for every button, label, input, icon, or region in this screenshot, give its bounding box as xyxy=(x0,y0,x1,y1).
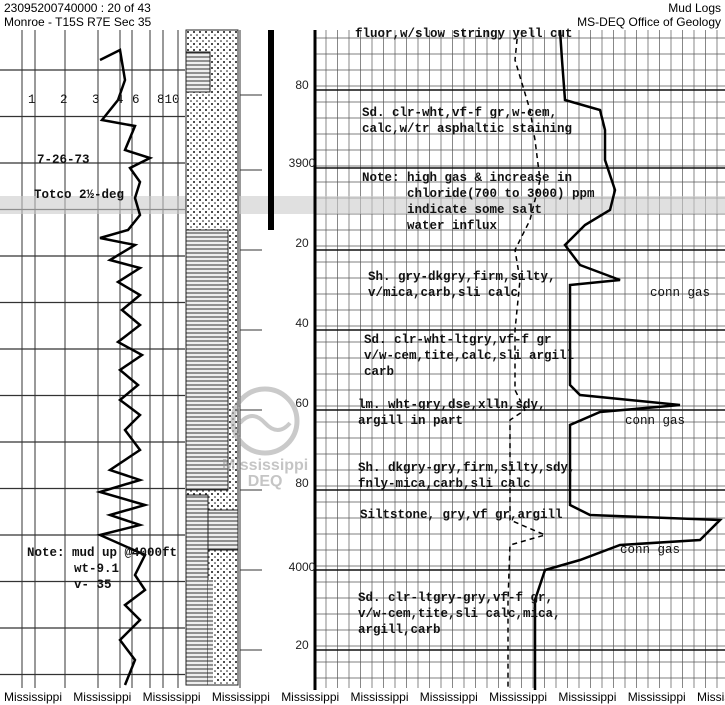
lithology-description: Sd. clr-wht,vf-f gr,w-cem, xyxy=(362,106,558,120)
depth-label: 80 xyxy=(295,78,309,92)
footer-text: Mississippi xyxy=(350,690,409,704)
footer-text: Mississippi xyxy=(419,690,478,704)
scale-label: 6 xyxy=(132,93,140,107)
lithology-description: carb xyxy=(364,365,395,379)
gas-curve xyxy=(533,29,723,690)
lithology-description: fnly-mica,carb,sli calc xyxy=(358,477,531,491)
footer-text: Mississippi xyxy=(211,690,270,704)
footer-text: Mississippi xyxy=(489,690,548,704)
scale-label: 2 xyxy=(60,93,68,107)
lithology-description: chloride(700 to 3000) ppm xyxy=(362,187,595,201)
watermark-logo-icon xyxy=(230,386,300,456)
footer-text: Mississippi xyxy=(558,690,617,704)
scale-label: 3 xyxy=(92,93,100,107)
lithology-description: argill in part xyxy=(358,414,464,428)
lithology-column xyxy=(185,29,239,686)
mud-weight: wt-9.1 xyxy=(74,562,120,576)
depth-label: 20 xyxy=(295,638,309,652)
depth-label: 4000 xyxy=(288,560,316,574)
lithology-description: v/mica,carb,sli calc xyxy=(368,286,519,300)
agency: MS-DEQ Office of Geology xyxy=(577,15,721,29)
footer-text: Mississippi xyxy=(627,690,686,704)
lithology-description: Sd. clr-ltgry-gry,vf-f gr, xyxy=(358,591,554,605)
footer-text: Mississippi xyxy=(142,690,201,704)
scale-label: 1 xyxy=(28,93,36,107)
lithology-description: v/w-cem,tite,calc,sli argill xyxy=(364,349,575,363)
scale-label: 4 xyxy=(116,93,124,107)
scan-artifact-band xyxy=(0,196,725,214)
lithology-description: indicate some salt xyxy=(362,203,543,217)
lithology-description: Sh. dkgry-gry,firm,silty,sdy, xyxy=(358,461,576,475)
chloride-curve xyxy=(507,29,548,690)
lithology-description: fluor,w/slow stringy yell cut xyxy=(355,27,573,41)
depth-label: 20 xyxy=(295,236,309,250)
totco-note: Totco 2½-deg xyxy=(34,188,125,202)
lithology-description: argill,carb xyxy=(358,623,441,637)
footer-text: Mississippi xyxy=(697,690,725,704)
location: Monroe - T15S R7E Sec 35 xyxy=(4,15,152,29)
mud-viscosity: v- 35 xyxy=(74,578,112,592)
log-date: 7-26-73 xyxy=(37,153,90,167)
footer-text: Mississippi xyxy=(4,690,63,704)
watermark-text: DEQ xyxy=(247,473,283,490)
lithology-description: Note: high gas & increase in xyxy=(362,171,573,185)
lithology-description: Sh. gry-dkgry,firm,silty, xyxy=(368,270,556,284)
drill-rate-curve xyxy=(95,48,154,686)
document-id: 23095200740000 : 20 of 43 xyxy=(4,1,151,15)
lithology-description: Siltstone, gry,vf gr,argill xyxy=(360,508,563,522)
footer-text: Mississippi xyxy=(281,690,340,704)
watermark-text: Mississippi xyxy=(222,457,309,474)
watermark: Mississippi DEQ xyxy=(222,386,309,490)
footer-text: Mississippi xyxy=(73,690,132,704)
gas-label: conn gas xyxy=(650,286,711,300)
lithology-description: lm. wht-gry,dse,xlln,sdy, xyxy=(358,398,546,412)
depth-label: 60 xyxy=(295,396,309,410)
lithology-description: Sd. clr-wht-ltgry,vf-f gr xyxy=(364,333,552,347)
gas-label: conn gas xyxy=(620,543,681,557)
lithology-description: water influx xyxy=(362,219,498,233)
depth-label: 3900 xyxy=(288,156,316,170)
lithology-description: calc,w/tr asphaltic staining xyxy=(362,122,573,136)
scale-label: 810 xyxy=(157,93,180,107)
depth-label: 80 xyxy=(295,476,309,490)
document-type: Mud Logs xyxy=(668,1,721,15)
mud-note: Note: mud up @4000ft xyxy=(27,546,178,560)
depth-bar xyxy=(268,30,274,230)
gas-label: conn gas xyxy=(625,414,686,428)
depth-label: 40 xyxy=(295,316,309,330)
lithology-description: v/w-cem,tite,sli calc,mica, xyxy=(358,607,561,621)
